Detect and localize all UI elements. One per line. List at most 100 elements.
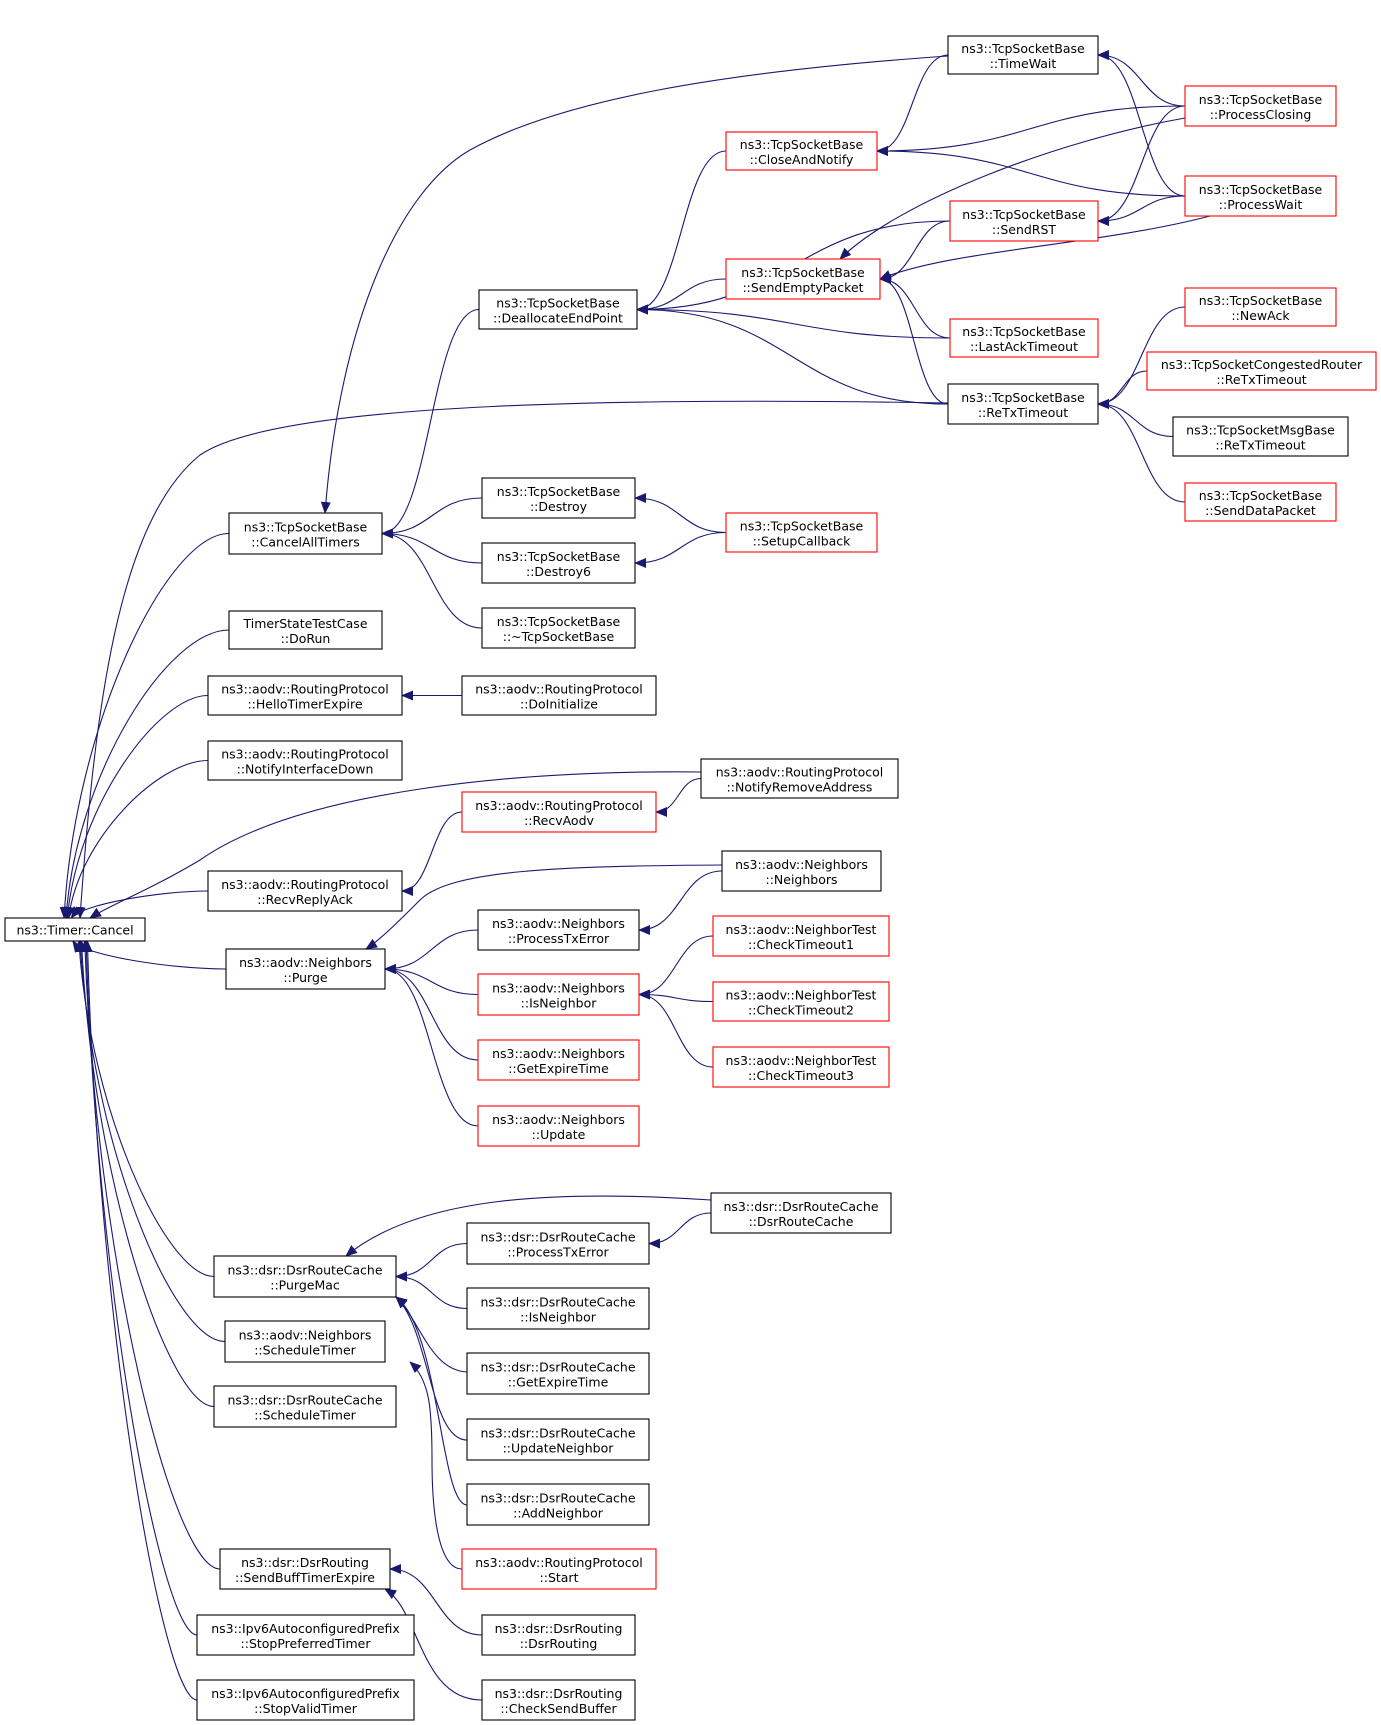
graph-node-lat[interactable]: ns3::TcpSocketBase::LastAckTimeout — [949, 318, 1099, 358]
node-label: ::CheckTimeout3 — [748, 1068, 854, 1083]
graph-node-tst[interactable]: TimerStateTestCase::DoRun — [228, 610, 383, 650]
graph-node-drc[interactable]: ns3::dsr::DsrRouteCache::DsrRouteCache — [710, 1192, 892, 1234]
graph-node-pc[interactable]: ns3::TcpSocketBase::ProcessClosing — [1184, 85, 1337, 127]
node-box — [196, 1679, 415, 1721]
node-label: ns3::TcpSocketBase — [740, 519, 864, 534]
node-label: ns3::aodv::Neighbors — [239, 955, 372, 970]
edge-rtx-to-sep — [879, 274, 949, 405]
edge-dtor-to-cat — [381, 528, 483, 629]
node-box — [1184, 482, 1337, 522]
graph-node-na[interactable]: ns3::TcpSocketBase::NewAck — [1184, 287, 1337, 327]
graph-node-get[interactable]: ns3::aodv::Neighbors::GetExpireTime — [477, 1039, 640, 1081]
node-box — [712, 1046, 890, 1088]
node-box — [224, 1320, 386, 1363]
node-label: ns3::TcpSocketMsgBase — [1186, 423, 1335, 438]
node-box — [461, 1548, 657, 1590]
graph-node-cat[interactable]: ns3::TcpSocketBase::CancelAllTimers — [228, 512, 383, 555]
graph-node-ct1[interactable]: ns3::aodv::NeighborTest::CheckTimeout1 — [712, 915, 890, 957]
node-label: ns3::TcpSocketBase — [497, 549, 621, 564]
node-label: ns3::TcpSocketBase — [1199, 182, 1323, 197]
node-box — [721, 850, 882, 892]
graph-node-dupd[interactable]: ns3::dsr::DsrRouteCache::UpdateNeighbor — [466, 1418, 650, 1461]
node-label: ::Neighbors — [765, 872, 837, 887]
graph-node-can[interactable]: ns3::TcpSocketBase::CloseAndNotify — [725, 131, 878, 171]
graph-node-sdp[interactable]: ns3::TcpSocketBase::SendDataPacket — [1184, 482, 1337, 522]
graph-node-dep[interactable]: ns3::TcpSocketBase::DeallocateEndPoint — [478, 289, 638, 330]
graph-node-csb[interactable]: ns3::dsr::DsrRouting::CheckSendBuffer — [481, 1679, 636, 1721]
graph-node-nid[interactable]: ns3::aodv::RoutingProtocol::NotifyInterf… — [207, 740, 403, 781]
node-box — [461, 791, 657, 833]
node-label: ::AddNeighbor — [513, 1506, 604, 1521]
graph-node-pmac[interactable]: ns3::dsr::DsrRouteCache::PurgeMac — [213, 1255, 397, 1298]
node-label: TimerStateTestCase — [242, 616, 367, 631]
edge-rra-to-root — [70, 890, 209, 919]
graph-node-nra[interactable]: ns3::aodv::RoutingProtocol::NotifyRemove… — [700, 758, 899, 799]
graph-node-sep[interactable]: ns3::TcpSocketBase::SendEmptyPacket — [725, 258, 881, 300]
graph-node-upd[interactable]: ns3::aodv::Neighbors::Update — [477, 1105, 640, 1147]
edge-pc-to-can — [876, 105, 1186, 156]
graph-node-ast[interactable]: ns3::aodv::RoutingProtocol::Start — [461, 1548, 657, 1590]
edge-scb-to-dst6 — [634, 531, 727, 568]
edge-nra-to-root — [89, 771, 702, 919]
graph-node-hte[interactable]: ns3::aodv::RoutingProtocol::HelloTimerEx… — [207, 675, 403, 716]
graph-node-pur[interactable]: ns3::aodv::Neighbors::Purge — [225, 948, 386, 990]
graph-node-disn[interactable]: ns3::dsr::DsrRouteCache::IsNeighbor — [466, 1287, 650, 1330]
node-box — [477, 973, 640, 1016]
graph-node-doi[interactable]: ns3::aodv::RoutingProtocol::DoInitialize — [461, 675, 657, 716]
edge-tst-to-root — [61, 629, 230, 919]
node-label: ::~TcpSocketBase — [503, 629, 615, 644]
edge-dep-to-cat — [381, 308, 480, 539]
graph-node-drt[interactable]: ns3::dsr::DsrRouting::DsrRouting — [481, 1614, 636, 1656]
graph-node-dtor[interactable]: ns3::TcpSocketBase::~TcpSocketBase — [481, 607, 636, 649]
graph-node-ct2[interactable]: ns3::aodv::NeighborTest::CheckTimeout2 — [712, 981, 890, 1022]
node-box — [213, 1385, 397, 1428]
graph-node-ct3[interactable]: ns3::aodv::NeighborTest::CheckTimeout3 — [712, 1046, 890, 1088]
graph-node-nbn[interactable]: ns3::aodv::Neighbors::Neighbors — [721, 850, 882, 892]
node-label: ns3::dsr::DsrRouteCache — [480, 1295, 635, 1310]
node-label: ::SendDataPacket — [1205, 503, 1316, 518]
graph-node-dptx[interactable]: ns3::dsr::DsrRouteCache::ProcessTxError — [466, 1222, 650, 1265]
graph-node-ptx[interactable]: ns3::aodv::Neighbors::ProcessTxError — [477, 909, 640, 951]
node-label: ns3::TcpSocketBase — [962, 324, 1086, 339]
node-label: ::Start — [540, 1570, 579, 1585]
graph-node-dst[interactable]: ns3::TcpSocketBase::Destroy — [481, 477, 636, 519]
node-box — [710, 1192, 892, 1234]
graph-node-pw[interactable]: ns3::TcpSocketBase::ProcessWait — [1184, 175, 1337, 217]
node-box — [947, 383, 1099, 425]
node-label: ns3::aodv::Neighbors — [492, 981, 625, 996]
graph-node-dget[interactable]: ns3::dsr::DsrRouteCache::GetExpireTime — [466, 1352, 650, 1395]
graph-node-dst2[interactable]: ns3::dsr::DsrRouteCache::ScheduleTimer — [213, 1385, 397, 1428]
graph-node-scb[interactable]: ns3::TcpSocketBase::SetupCallback — [725, 512, 878, 553]
node-box — [1146, 351, 1377, 391]
graph-node-rtx[interactable]: ns3::TcpSocketBase::ReTxTimeout — [947, 383, 1099, 425]
node-label: ::CloseAndNotify — [750, 152, 854, 167]
graph-node-rra[interactable]: ns3::aodv::RoutingProtocol::RecvReplyAck — [207, 870, 403, 912]
graph-node-svt[interactable]: ns3::Ipv6AutoconfiguredPrefix::StopValid… — [196, 1679, 415, 1721]
node-box — [207, 740, 403, 781]
graph-node-srst[interactable]: ns3::TcpSocketBase::SendRST — [949, 200, 1099, 242]
node-box — [466, 1222, 650, 1265]
edge-pc-to-sep — [839, 117, 1186, 260]
graph-node-dst6[interactable]: ns3::TcpSocketBase::Destroy6 — [481, 542, 636, 584]
node-box — [1184, 287, 1337, 327]
edge-nra-to-rav — [655, 777, 702, 817]
graph-node-tcr[interactable]: ns3::TcpSocketCongestedRouter::ReTxTimeo… — [1146, 351, 1377, 391]
graph-node-sbte[interactable]: ns3::dsr::DsrRouting::SendBuffTimerExpir… — [219, 1548, 391, 1590]
graph-node-tmb[interactable]: ns3::TcpSocketMsgBase::ReTxTimeout — [1172, 416, 1349, 457]
node-box — [477, 909, 640, 951]
graph-node-dadd[interactable]: ns3::dsr::DsrRouteCache::AddNeighbor — [466, 1483, 650, 1526]
node-box — [466, 1352, 650, 1395]
graph-node-tw[interactable]: ns3::TcpSocketBase::TimeWait — [947, 35, 1099, 75]
graph-node-isn[interactable]: ns3::aodv::Neighbors::IsNeighbor — [477, 973, 640, 1016]
graph-node-rav[interactable]: ns3::aodv::RoutingProtocol::RecvAodv — [461, 791, 657, 833]
graph-node-root[interactable]: ns3::Timer::Cancel — [4, 917, 146, 942]
graph-node-nst[interactable]: ns3::aodv::Neighbors::ScheduleTimer — [224, 1320, 386, 1363]
edge-isn-to-pur — [384, 964, 479, 996]
graph-node-spt[interactable]: ns3::Ipv6AutoconfiguredPrefix::StopPrefe… — [196, 1614, 415, 1656]
node-label: ns3::TcpSocketBase — [740, 137, 864, 152]
node-label: ::NewAck — [1231, 308, 1290, 323]
edge-nbn-to-ptx — [638, 870, 723, 935]
node-label: ns3::TcpSocketBase — [244, 520, 368, 535]
node-box — [949, 318, 1099, 358]
edge-srst-to-sep — [879, 220, 951, 284]
